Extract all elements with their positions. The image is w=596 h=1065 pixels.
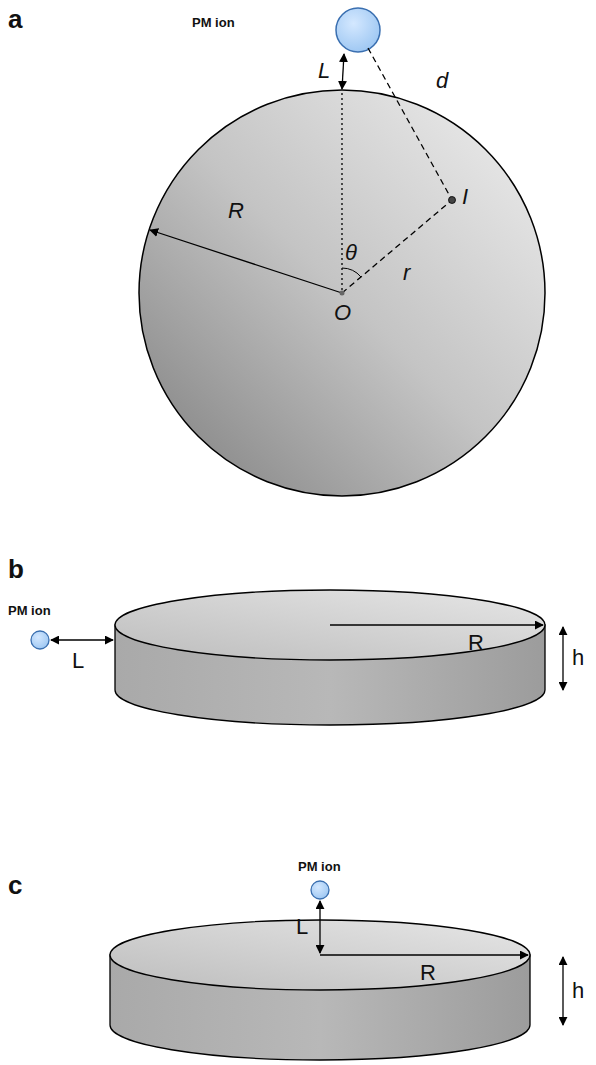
height-symbol: h [572, 980, 584, 1002]
disk-top-panel [110, 881, 563, 1060]
image-charge-symbol: I [462, 186, 468, 208]
pm-ion [31, 631, 49, 649]
ion-label: PM ion [192, 16, 235, 29]
pm-ion [336, 8, 380, 52]
radius-symbol: R [420, 962, 436, 984]
distance-symbol: L [318, 60, 330, 82]
radius-arrow [330, 624, 543, 625]
ion-label: PM ion [298, 860, 341, 873]
ion-label: PM ion [8, 604, 51, 617]
radius-r-dashed-line [342, 200, 452, 293]
panel-letter: c [8, 872, 22, 898]
distance-symbol: d [436, 70, 448, 92]
center-symbol: O [334, 302, 351, 324]
height-arrow [562, 627, 563, 690]
center-dot [340, 291, 345, 296]
distance-arrow [342, 54, 344, 89]
pm-ion [311, 881, 329, 899]
distance-symbol: L [296, 916, 308, 938]
height-symbol: h [572, 647, 584, 669]
panel-letter: b [8, 556, 24, 582]
disk-side-panel [31, 590, 563, 725]
angle-symbol: θ [345, 242, 357, 264]
radius-symbol: R [468, 632, 484, 654]
sphere-panel [139, 8, 545, 496]
ion-image-dashed-line [368, 48, 452, 200]
height-arrow [562, 957, 563, 1025]
radius-arrow [320, 954, 528, 955]
radius-arrow [150, 230, 342, 293]
distance-arrow [51, 639, 113, 640]
image-charge-dot [449, 197, 456, 204]
panel-letter: a [8, 6, 22, 32]
particle-sphere [139, 90, 545, 496]
distance-arrow [319, 901, 320, 953]
distance-symbol: L [72, 650, 84, 672]
center-dotted-line [341, 92, 342, 290]
radius-symbol: r [403, 262, 410, 284]
disk-top [115, 590, 545, 660]
radius-symbol: R [228, 200, 244, 222]
angle-arc [342, 268, 361, 277]
